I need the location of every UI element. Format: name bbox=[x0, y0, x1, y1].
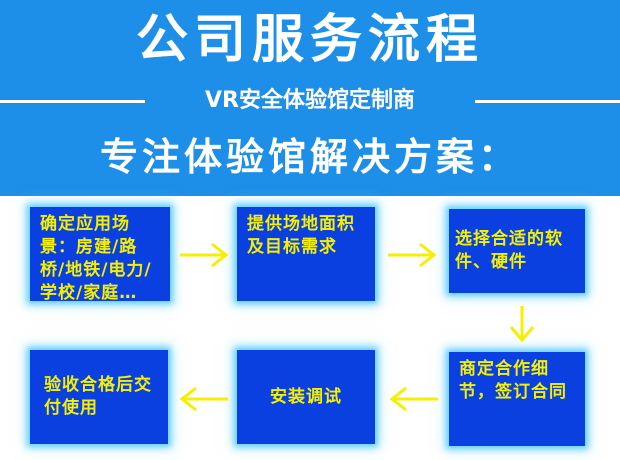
tagline: VR安全体验馆定制商 bbox=[205, 88, 415, 113]
step-2-text: 提供场地面积及目标需求 bbox=[247, 214, 355, 257]
step-2-box: 提供场地面积及目标需求 bbox=[237, 207, 375, 301]
arrow-right-icon bbox=[388, 242, 437, 268]
step-6-text: 验收合格后交付使用 bbox=[44, 375, 152, 418]
arrow-left-icon bbox=[179, 386, 228, 412]
arrow-right-icon bbox=[180, 242, 229, 268]
arrow-down-icon bbox=[509, 306, 535, 343]
step-5-text: 安装调试 bbox=[270, 386, 342, 407]
page-title: 公司服务流程 bbox=[135, 10, 484, 70]
header-banner: 公司服务流程 VR安全体验馆定制商 专注体验馆解决方案： bbox=[0, 0, 620, 196]
step-5-box: 安装调试 bbox=[237, 350, 375, 444]
step-1-text: 确定应用场景：房建/路桥/地铁/电力/学校/家庭… bbox=[40, 214, 152, 303]
step-6-box: 验收合格后交付使用 bbox=[30, 350, 168, 444]
page-subtitle: 专注体验馆解决方案： bbox=[99, 135, 520, 179]
step-1-box: 确定应用场景：房建/路桥/地铁/电力/学校/家庭… bbox=[30, 207, 170, 303]
step-4-text: 商定合作细节，签订合同 bbox=[459, 359, 567, 402]
arrow-left-icon bbox=[389, 386, 438, 412]
step-3-text: 选择合适的软件、硬件 bbox=[455, 229, 563, 272]
step-3-box: 选择合适的软件、硬件 bbox=[449, 209, 585, 293]
step-4-box: 商定合作细节，签订合同 bbox=[449, 352, 585, 446]
tagline-row: VR安全体验馆定制商 bbox=[0, 86, 620, 116]
divider-line bbox=[0, 100, 145, 103]
divider-line bbox=[475, 100, 620, 103]
